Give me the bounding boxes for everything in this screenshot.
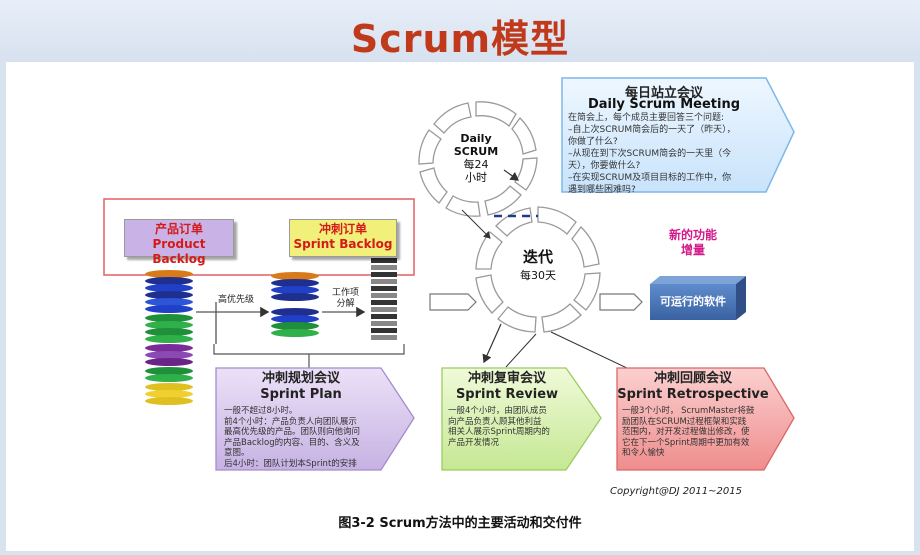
review-line: 产品开发情况 bbox=[448, 437, 500, 448]
daily-cycle-line: 每24 bbox=[463, 158, 489, 171]
daily-cycle-ring bbox=[418, 101, 538, 217]
daily-line: –自上次SCRUM简会后的一天了（昨天）， bbox=[568, 125, 736, 135]
diagram-graphics bbox=[103, 77, 795, 471]
plan-line: 前4个小时：产品负责人向团队展示 bbox=[224, 416, 357, 427]
product-backlog-card: 产品订单 Product Backlog bbox=[124, 219, 234, 266]
sprint-review-title-en: Sprint Review bbox=[455, 387, 559, 402]
retro-line: 它在下一个Sprint周期中更加有效 bbox=[622, 437, 750, 448]
working-software-label: 可运行的软件 bbox=[660, 295, 726, 308]
daily-meeting-title-en: Daily Scrum Meeting bbox=[587, 97, 741, 112]
sprint-selected-stack bbox=[271, 272, 319, 337]
daily-line: –从现在到下次SCRUM简会的一天里（今 bbox=[568, 149, 732, 159]
new-features-line: 新的功能 bbox=[668, 228, 717, 242]
new-features-label: 新的功能 增量 bbox=[658, 228, 728, 258]
sprint-retro-body: 一般3个小时， ScrumMaster将鼓 励团队在SCRUM过程框架和实践 范… bbox=[622, 406, 772, 459]
retro-line: 和令人愉快 bbox=[622, 448, 665, 458]
sprint-review-callout bbox=[441, 367, 602, 471]
sprint-retro-title-cn: 冲刺回顾会议 bbox=[653, 371, 732, 386]
review-line: 一般4个小时，由团队成员 bbox=[448, 406, 547, 416]
sprint-retro-callout bbox=[616, 367, 795, 471]
daily-line: 你做了什么? bbox=[568, 137, 618, 147]
plan-line: 产品Backlog的内容、目的、含义及 bbox=[224, 437, 360, 448]
sprint-plan-callout bbox=[215, 367, 415, 471]
daily-meeting-callout bbox=[561, 77, 795, 193]
daily-cycle-line: Daily bbox=[460, 132, 492, 145]
copyright-text: Copyright@DJ 2011~2015 bbox=[610, 486, 742, 497]
sprint-plan-body: 一般不超过8小时。 前4个小时：产品负责人向团队展示 最高优先级的产品。团队则向… bbox=[224, 406, 394, 469]
review-line: 相关人展示Sprint周期内的 bbox=[448, 427, 550, 437]
daily-line: 在简会上，每个成员主要回答三个问题: bbox=[568, 113, 725, 123]
retro-line: 范围内，对开发过程做出修改，使 bbox=[622, 427, 750, 437]
daily-cycle-line: SCRUM bbox=[453, 145, 499, 158]
diagram-panel: 每日站立会议 Daily Scrum Meeting 在简会上，每个成员主要回答… bbox=[6, 62, 914, 551]
product-backlog-en: Product Backlog bbox=[152, 237, 206, 266]
figure-caption: 图3-2 Scrum方法中的主要活动和交付件 bbox=[338, 516, 582, 531]
daily-cycle-line: 小时 bbox=[465, 171, 487, 184]
plan-line: 最高优先级的产品。团队则向他询问 bbox=[224, 427, 361, 437]
decompose-line: 工作项 bbox=[332, 288, 360, 298]
task-stack bbox=[371, 258, 397, 340]
new-features-line: 增量 bbox=[680, 243, 705, 257]
sprint-review-title: 冲刺复审会议 Sprint Review bbox=[442, 371, 572, 403]
retro-line: 励团队在SCRUM过程框架和实践 bbox=[622, 416, 747, 427]
sprint-review-title-cn: 冲刺复审会议 bbox=[467, 371, 546, 386]
backlog-frame bbox=[103, 198, 415, 276]
decompose-label: 工作项 分解 bbox=[332, 288, 359, 310]
sprint-plan-title-en: Sprint Plan bbox=[260, 387, 342, 402]
product-backlog-stack bbox=[145, 270, 193, 405]
sprint-plan-title: 冲刺规划会议 Sprint Plan bbox=[216, 371, 386, 403]
slide-title: Scrum模型 bbox=[350, 17, 570, 61]
daily-line: –在实现SCRUM及项目目标的工作中，你 bbox=[568, 173, 732, 183]
sprint-cycle-label: 迭代 每30天 bbox=[508, 246, 568, 283]
working-software-box bbox=[650, 276, 746, 320]
product-backlog-cn: 产品订单 bbox=[154, 222, 203, 236]
sprint-retro-title: 冲刺回顾会议 Sprint Retrospective bbox=[617, 371, 769, 403]
sprint-plan-title-cn: 冲刺规划会议 bbox=[261, 371, 340, 386]
decompose-line: 分解 bbox=[336, 299, 355, 309]
daily-line: 天），你要做什么? bbox=[568, 161, 641, 171]
daily-meeting-body: 在简会上，每个成员主要回答三个问题: –自上次SCRUM简会后的一天了（昨天），… bbox=[568, 112, 778, 196]
daily-cycle-label: Daily SCRUM 每24 小时 bbox=[446, 132, 506, 184]
sprint-cycle-duration: 每30天 bbox=[520, 269, 556, 282]
daily-meeting-title-cn: 每日站立会议 bbox=[624, 86, 703, 101]
plan-line: 后4小时：团队计划本Sprint的安排 bbox=[224, 458, 357, 469]
slide-header bbox=[0, 0, 920, 62]
sprint-retro-title-en: Sprint Retrospective bbox=[617, 387, 769, 402]
retro-line: 一般3个小时， ScrumMaster将鼓 bbox=[622, 406, 755, 416]
sprint-backlog-card: 冲刺订单 Sprint Backlog bbox=[289, 219, 397, 257]
sprint-backlog-cn: 冲刺订单 bbox=[318, 222, 367, 236]
daily-line: 遇到哪些困难吗? bbox=[568, 185, 636, 195]
plan-line: 意图。 bbox=[224, 448, 250, 458]
plan-line: 一般不超过8小时。 bbox=[224, 406, 298, 416]
sprint-cycle-title: 迭代 bbox=[522, 248, 553, 266]
review-line: 向产品负责人顾其他利益 bbox=[448, 416, 542, 427]
high-priority-label: 高优先级 bbox=[218, 295, 255, 305]
sprint-backlog-en: Sprint Backlog bbox=[293, 237, 393, 251]
sprint-review-body: 一般4个小时，由团队成员 向产品负责人顾其他利益 相关人展示Sprint周期内的… bbox=[448, 406, 578, 448]
